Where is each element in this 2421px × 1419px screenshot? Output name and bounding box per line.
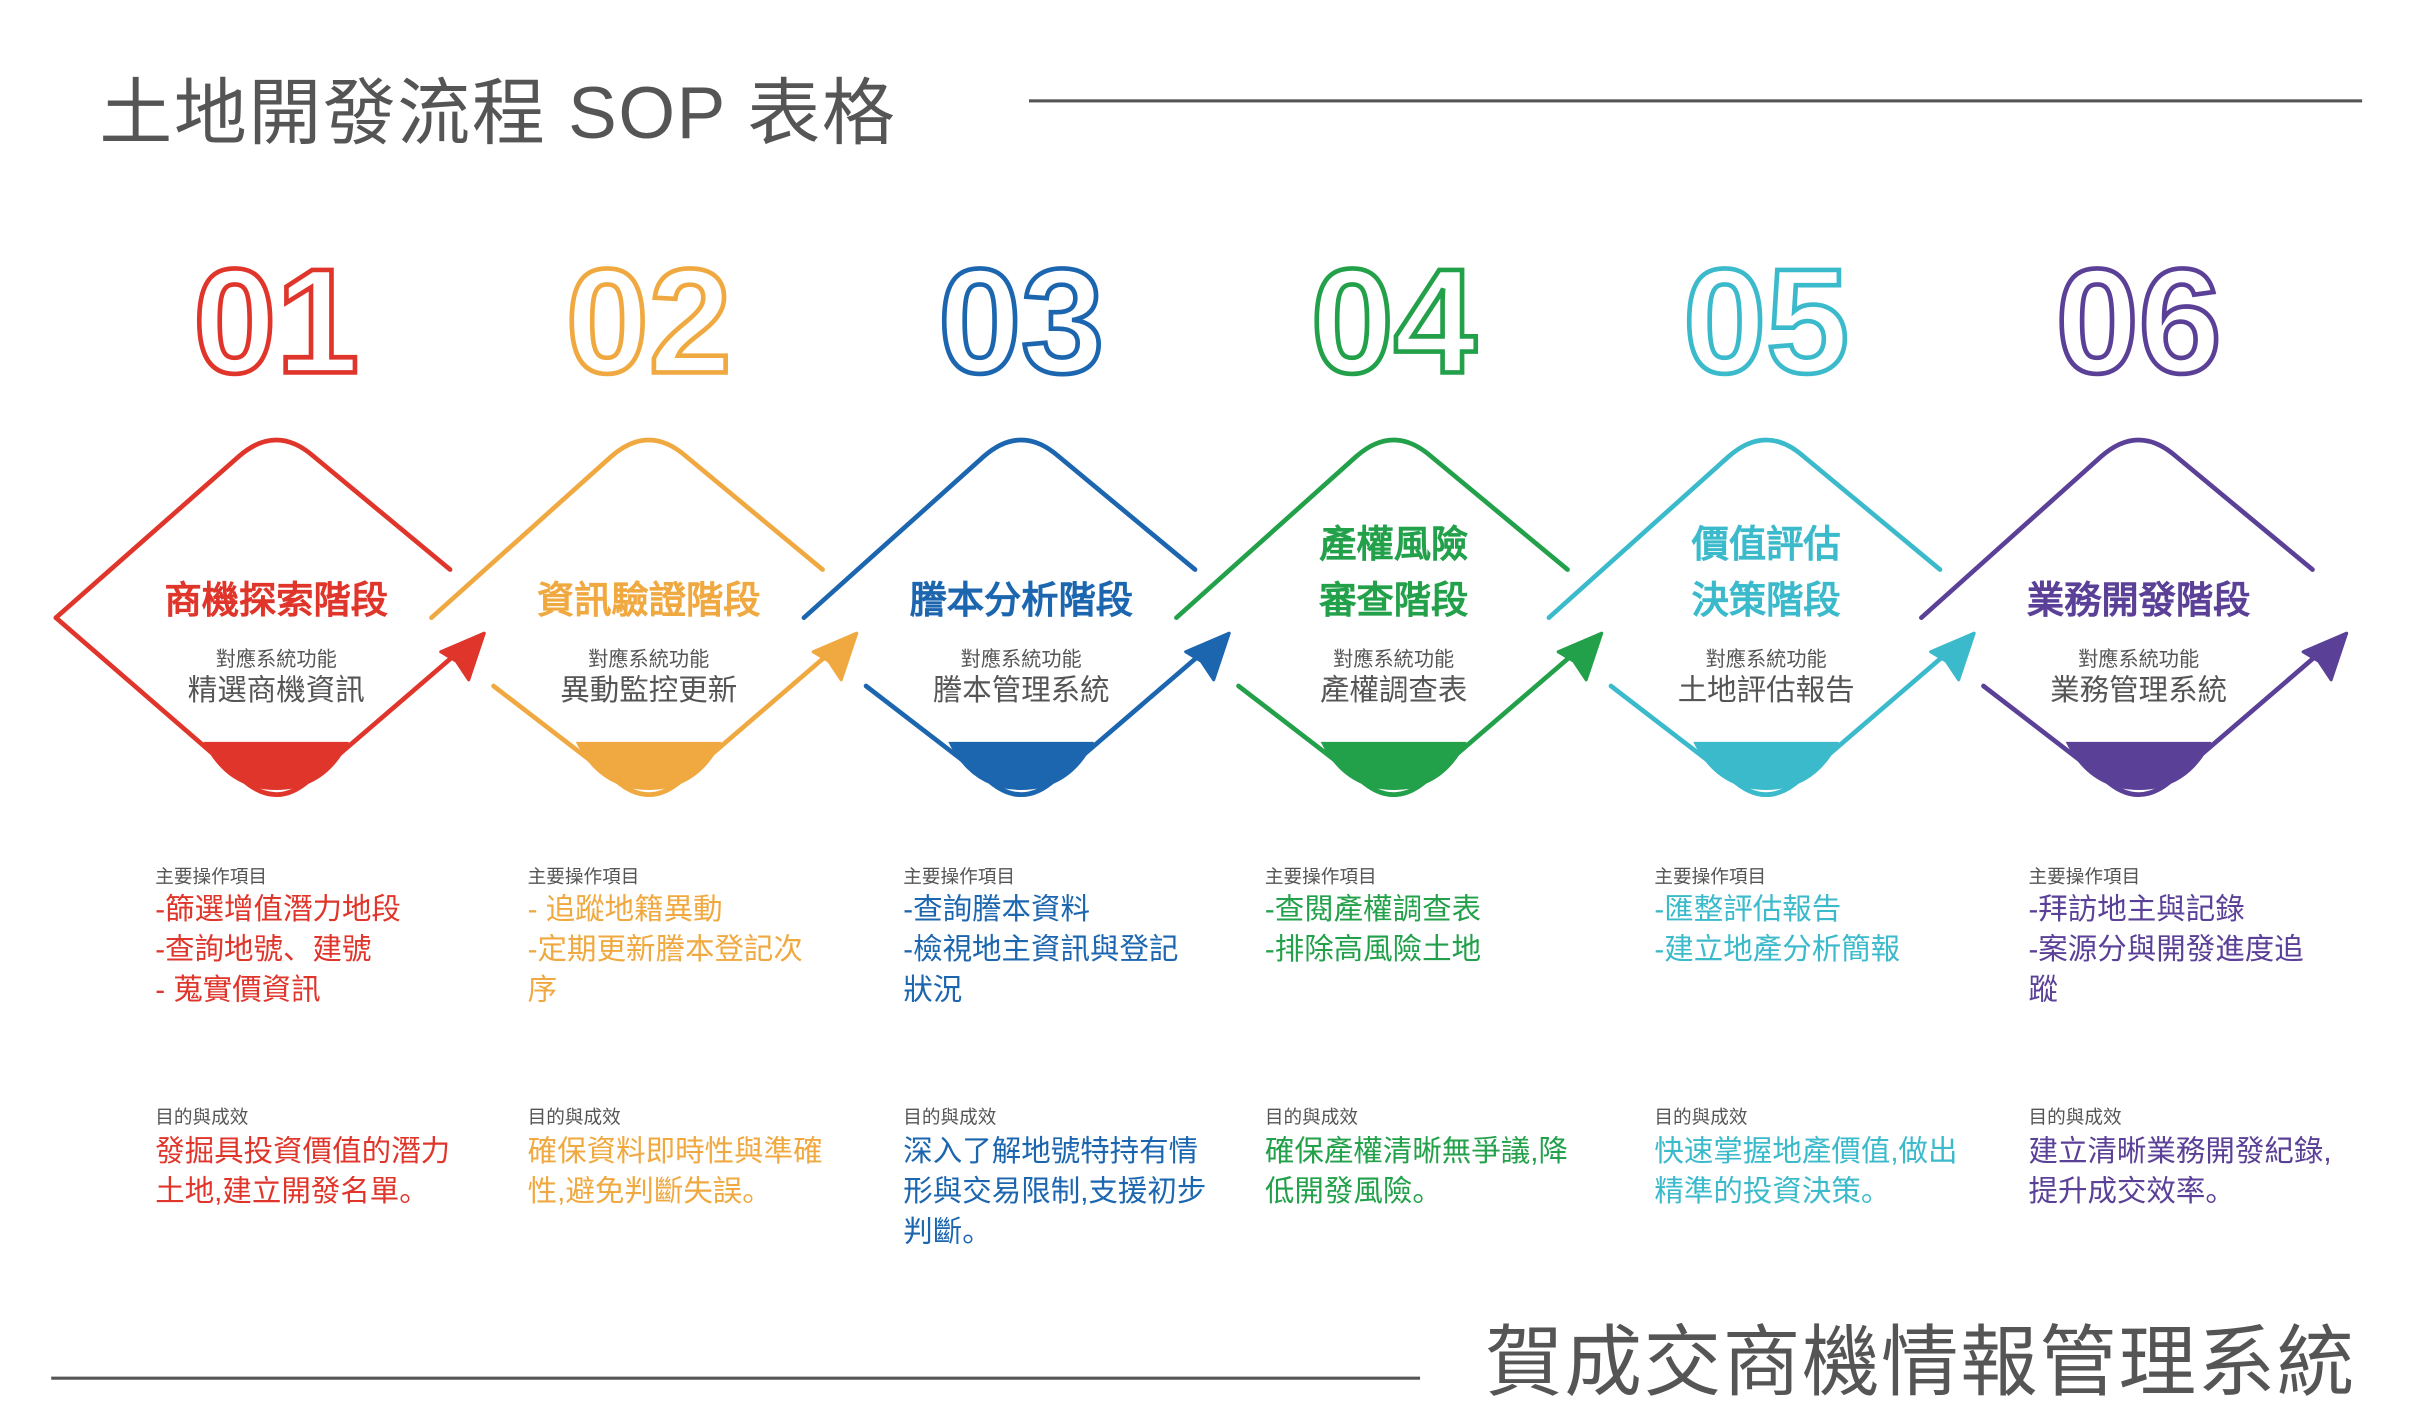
operation-item: -篩選增值潛力地段: [155, 893, 401, 927]
operation-item: -排除高風險土地: [1264, 934, 1482, 967]
system-label: 對應系統功能: [2078, 647, 2200, 671]
stage-title: 商機探索階段: [164, 580, 388, 623]
footer-brand: 賀成交商機情報管理系統: [1485, 1319, 2356, 1407]
purpose-label: 目的與成效: [155, 1106, 249, 1129]
purpose-label: 目的與成效: [1264, 1106, 1359, 1129]
stage-bowl: [948, 741, 1095, 790]
diamond-upper-outline: [1919, 437, 2315, 621]
system-label: 對應系統功能: [960, 647, 1082, 671]
purpose-text: 深入了解地號特持有情形與交易限制,支援初步判斷。: [903, 1136, 1207, 1250]
system-name: 業務管理系統: [2050, 675, 2228, 708]
stage-number: 01: [193, 237, 359, 404]
system-name: 土地評估報告: [1677, 675, 1855, 708]
stage-number: 05: [1683, 237, 1849, 404]
arrow-icon: [811, 631, 859, 682]
purpose-text: 建立清晰業務開發紀錄,提升成交效率。: [2028, 1136, 2332, 1210]
operation-item: -查閱產權調查表: [1264, 893, 1482, 927]
operation-item: -檢視地主資訊與登記狀況: [903, 934, 1179, 1008]
operation-item: - 追蹤地籍異動: [527, 893, 723, 927]
arrow-icon: [1184, 631, 1231, 682]
purpose-text: 確保產權清晰無爭議,降低開發風險。: [1264, 1136, 1568, 1210]
stage-title: 決策階段: [1691, 580, 1841, 623]
system-label: 對應系統功能: [1705, 647, 1827, 671]
operations-label: 主要操作項目: [155, 866, 267, 888]
arrow-icon: [1556, 631, 1604, 682]
system-name: 產權調查表: [1319, 675, 1468, 708]
operation-item: -建立地產分析簡報: [1654, 934, 1901, 967]
diamond-upper-outline: [801, 437, 1198, 621]
stage-title: 審查階段: [1319, 580, 1469, 623]
system-name: 異動監控更新: [560, 675, 738, 708]
purpose-text: 快速掌握地產價值,做出精準的投資決策。: [1654, 1136, 1958, 1210]
operation-item: -定期更新謄本登記次序: [527, 934, 803, 1008]
purpose-text: 確保資料即時性與準確性,避免判斷失誤。: [527, 1136, 823, 1210]
diamond-upper-outline: [429, 437, 825, 621]
diamond-upper-outline: [53, 437, 453, 621]
stage-number: 03: [938, 237, 1104, 404]
arrow-icon: [1929, 631, 1976, 682]
purpose-label: 目的與成效: [527, 1106, 621, 1129]
operation-item: - 蒐實價資訊: [155, 974, 321, 1008]
stage-number: 06: [2056, 237, 2222, 404]
operations-label: 主要操作項目: [2028, 866, 2141, 888]
title-divider: [1028, 99, 2363, 103]
operations-label: 主要操作項目: [527, 866, 640, 888]
purpose-label: 目的與成效: [1654, 1106, 1748, 1129]
stage-bowl: [1693, 741, 1840, 790]
diamond-upper-outline: [1546, 437, 1943, 621]
page-title: 土地開發流程 SOP 表格: [99, 71, 897, 154]
stage-title: 資訊驗證階段: [536, 580, 761, 623]
operation-item: -匯整評估報告: [1654, 893, 1842, 927]
stage-bowl: [2065, 741, 2212, 790]
stage-number: 02: [566, 237, 732, 404]
arrow-icon: [2301, 631, 2349, 682]
operations-label: 主要操作項目: [1264, 866, 1377, 888]
operation-item: -查詢地號、建號: [155, 934, 372, 967]
stage-bowl: [203, 741, 350, 790]
arrow-icon: [439, 631, 486, 682]
stage-bowl: [1320, 741, 1467, 790]
stage-title: 謄本分析階段: [909, 580, 1133, 623]
operations-label: 主要操作項目: [1654, 866, 1767, 888]
system-label: 對應系統功能: [1333, 647, 1455, 671]
purpose-label: 目的與成效: [903, 1106, 997, 1129]
stage-title: 價值評估: [1691, 524, 1841, 567]
purpose-label: 目的與成效: [2028, 1106, 2122, 1129]
operation-item: -查詢謄本資料: [903, 893, 1091, 927]
stage-title: 業務開發階段: [2026, 580, 2251, 623]
system-label: 對應系統功能: [588, 647, 710, 671]
diamond-upper-outline: [1174, 437, 1570, 621]
footer-divider: [51, 1376, 1421, 1380]
stage-title: 產權風險: [1319, 524, 1469, 567]
stage-bowl: [575, 741, 722, 790]
purpose-text: 發掘具投資價值的潛力土地,建立開發名單。: [155, 1136, 451, 1210]
system-label: 對應系統功能: [215, 647, 337, 671]
system-name: 謄本管理系統: [932, 675, 1110, 708]
system-name: 精選商機資訊: [187, 675, 365, 708]
operations-label: 主要操作項目: [903, 866, 1016, 888]
stage-number: 04: [1311, 237, 1477, 404]
operation-item: -拜訪地主與記錄: [2028, 893, 2245, 927]
operation-item: -案源分與開發進度追蹤: [2028, 934, 2304, 1008]
